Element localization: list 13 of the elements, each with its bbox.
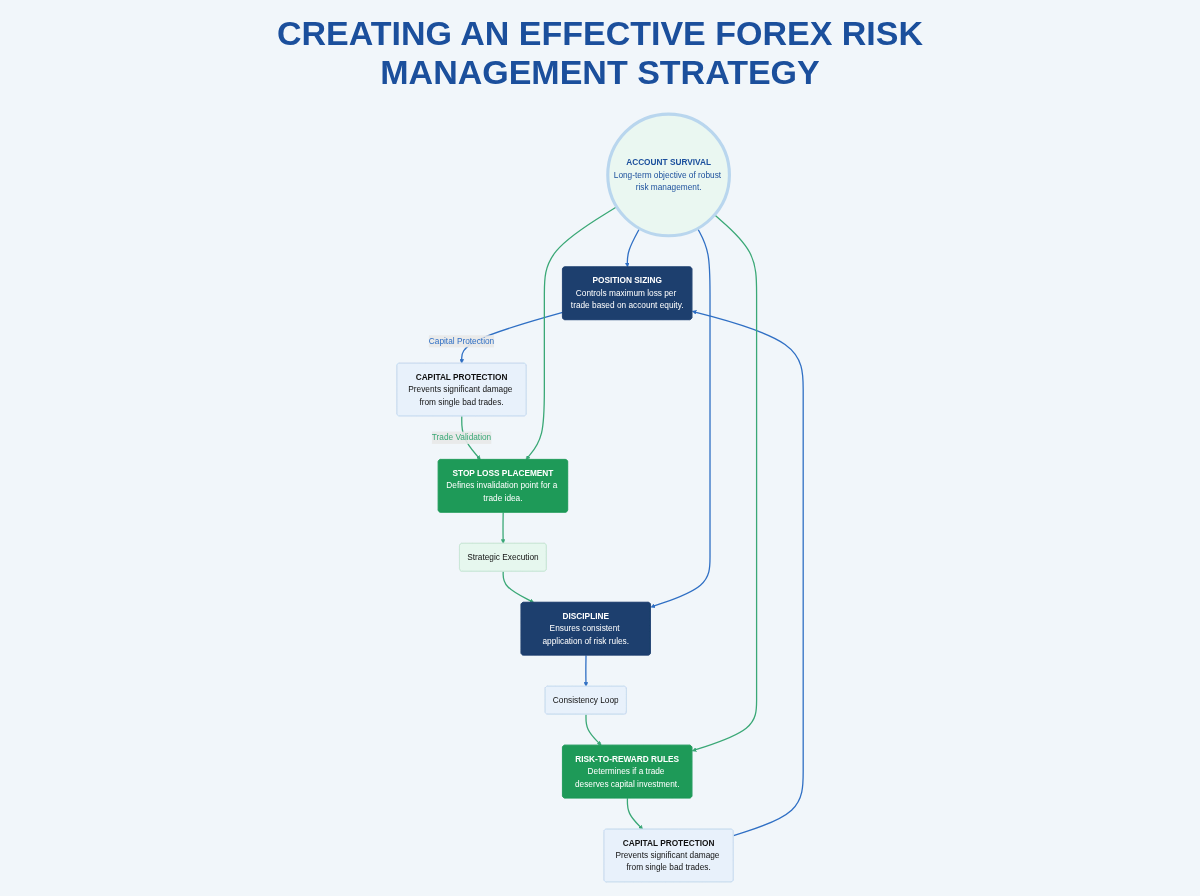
arrow: [585, 713, 602, 746]
diagram-title: CREATING AN EFFECTIVE FOREX RISK MANAGEMENT STRATEGY: [275, 14, 924, 93]
arrow: [691, 214, 758, 752]
edge-label: Trade Validation: [431, 433, 492, 442]
arrow: [691, 310, 804, 837]
arrow: [625, 227, 641, 268]
arrow: [650, 227, 711, 608]
edge-label: Capital Protection: [428, 336, 495, 346]
arrow: [583, 654, 589, 687]
node-circle: ACCOUNT SURVIVAL Long-term objective of robust risk management.: [606, 112, 731, 238]
arrow: [500, 511, 506, 544]
arrow: [626, 797, 643, 830]
arrow: [502, 570, 535, 603]
